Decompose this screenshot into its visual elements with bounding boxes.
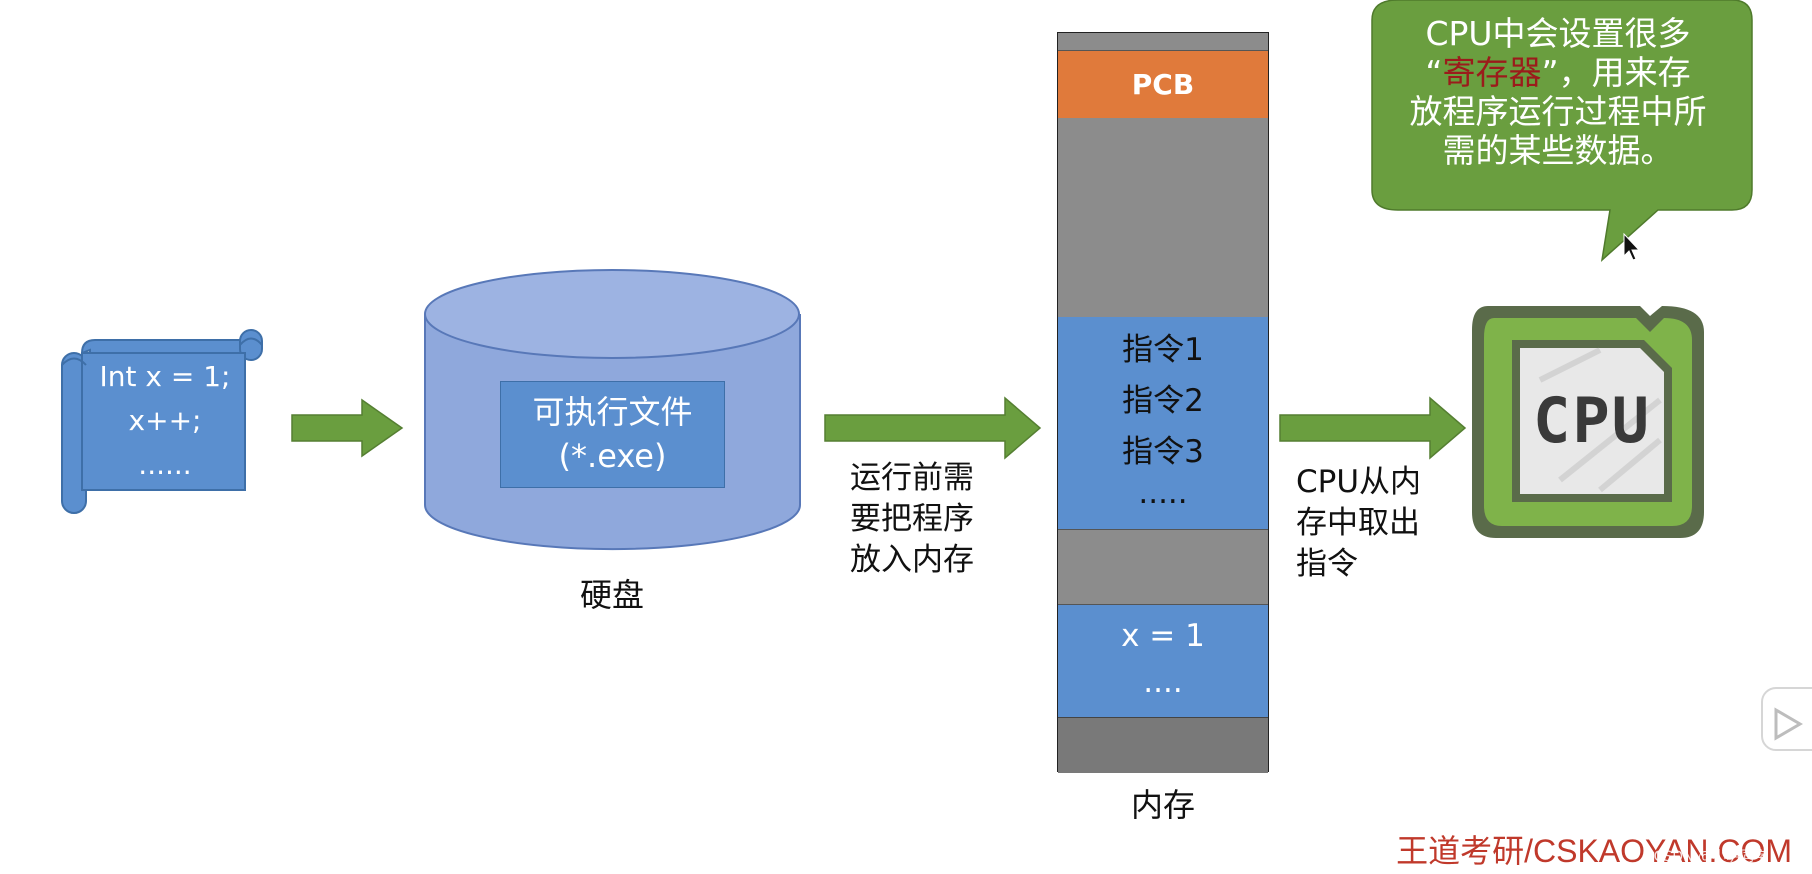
fetch-note-line-3: 指令 — [1296, 546, 1358, 582]
instruction-more: ..... — [1138, 475, 1188, 511]
executable-file-label: 可执行文件 — [532, 393, 693, 431]
pcb-segment: PCB — [1058, 51, 1268, 118]
mouse-cursor-icon — [1623, 232, 1641, 261]
data-segment: x = 1 .... — [1058, 605, 1268, 717]
instruction-3: 指令3 — [1122, 434, 1204, 470]
data-value-more: .... — [1143, 664, 1183, 700]
register-note: CPU中会设置很多 “寄存器”，用来存 放程序运行过程中所 需的某些数据。 — [1388, 14, 1728, 170]
arrow-disk-to-memory — [824, 396, 1042, 460]
executable-file-ext: (*.exe) — [558, 437, 667, 475]
memory-free-segment-2 — [1058, 529, 1268, 605]
memory-free-segment-3 — [1058, 717, 1268, 773]
arrow-memory-to-cpu — [1279, 396, 1467, 460]
speech-bubble-shape — [1371, 0, 1753, 262]
source-line-1: Int x = 1; — [99, 360, 231, 393]
register-keyword: 寄存器 — [1442, 53, 1542, 92]
load-note-line-1: 运行前需 — [850, 460, 974, 496]
cpu-label: CPU — [1533, 384, 1651, 457]
source-scroll-shape — [61, 329, 263, 514]
memory-free-segment-1 — [1058, 118, 1268, 317]
instruction-1: 指令1 — [1122, 332, 1204, 368]
register-note-line-2: “寄存器”，用来存 — [1388, 53, 1728, 92]
register-note-line-3: 放程序运行过程中所 — [1409, 92, 1707, 131]
data-value-1: x = 1 — [1121, 618, 1205, 654]
register-note-line-1: CPU中会设置很多 — [1425, 14, 1691, 53]
instruction-2: 指令2 — [1122, 383, 1204, 419]
instruction-segment: 指令1 指令2 指令3 ..... — [1058, 317, 1268, 529]
executable-file-box: 可执行文件 (*.exe) — [500, 381, 725, 488]
register-note-line-4: 需的某些数据。 — [1442, 131, 1674, 170]
source-code-text: Int x = 1; x++; ...... — [70, 355, 260, 487]
fetch-note: CPU从内 存中取出 指令 — [1296, 462, 1421, 585]
memory-caption: 内存 — [1130, 786, 1195, 824]
fetch-note-line-2: 存中取出 — [1296, 505, 1420, 541]
quote-open: “ — [1425, 53, 1443, 92]
disk-caption: 硬盘 — [579, 576, 644, 614]
memory-column: PCB 指令1 指令2 指令3 ..... x = 1 .... — [1057, 32, 1269, 773]
load-note-line-3: 放入内存 — [850, 542, 974, 578]
source-line-2: x++; — [128, 404, 202, 437]
cpu-chip-icon — [1472, 306, 1704, 538]
cskaoyan-watermark: 王道考研/CSKAOYAN.COM — [1396, 833, 1792, 869]
video-play-button[interactable] — [1761, 687, 1812, 751]
source-line-3: ...... — [138, 448, 192, 481]
load-note: 运行前需 要把程序 放入内存 — [850, 458, 974, 581]
register-note-line-2-rest: ”，用来存 — [1541, 53, 1691, 92]
csdn-watermark: CSDN @小明同学 — [1653, 849, 1768, 865]
arrow-source-to-disk — [291, 398, 404, 458]
memory-segment-top — [1058, 33, 1268, 51]
fetch-note-line-1: CPU从内 — [1296, 464, 1422, 500]
load-note-line-2: 要把程序 — [850, 501, 974, 537]
